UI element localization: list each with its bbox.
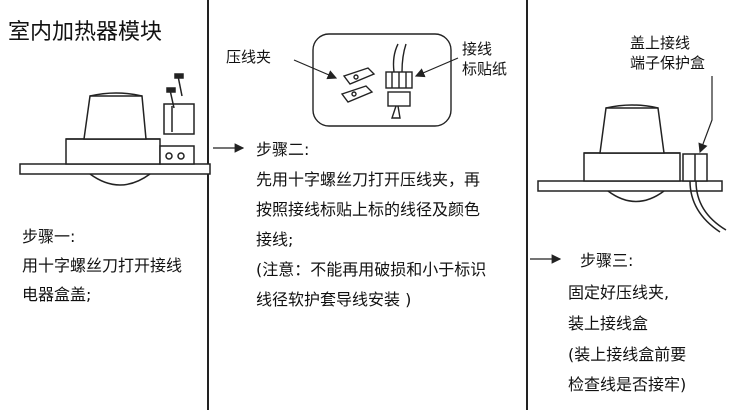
arrow-clamp	[293, 59, 338, 80]
step2-line-4: (注意：不能再用破损和小于标识	[256, 260, 487, 279]
arrow-label	[414, 57, 459, 78]
step3-line-1: 固定好压线夹,	[568, 283, 670, 302]
label-clamp: 压线夹	[226, 48, 272, 66]
module-title: 室内加热器模块	[8, 20, 163, 45]
label-cover-1: 盖上接线	[630, 34, 691, 52]
step2-heading: 步骤二:	[256, 140, 310, 159]
arrow-cover	[698, 76, 713, 154]
heater-illustration-1	[19, 73, 211, 186]
label-wire-label-2: 标贴纸	[462, 60, 508, 78]
step3-line-4: 检查线是否接牢)	[568, 375, 687, 394]
step2-line-2: 按照接线标贴上标的线径及颜色	[256, 200, 481, 219]
heater-illustration-2	[537, 104, 727, 233]
step3-heading: 步骤三:	[580, 251, 634, 270]
step2-line-3: 接线;	[256, 230, 294, 249]
step3-line-2: 装上接线盒	[568, 314, 649, 333]
step3-line-3: (装上接线盒前要	[568, 345, 687, 364]
divider-right	[526, 0, 528, 410]
divider-left	[207, 0, 209, 410]
step1-line-1: 用十字螺丝刀打开接线	[22, 256, 183, 275]
step1-line-2: 电器盒盖;	[22, 285, 92, 304]
clamp-detail-illustration	[312, 33, 452, 127]
label-cover-2: 端子保护盒	[630, 54, 706, 72]
step2-line-5: 线径软护套导线安装 )	[256, 290, 412, 309]
step2-line-1: 先用十字螺丝刀打开压线夹，再	[256, 170, 481, 189]
step1-heading: 步骤一:	[22, 227, 76, 246]
label-wire-label-1: 接线	[462, 40, 493, 58]
